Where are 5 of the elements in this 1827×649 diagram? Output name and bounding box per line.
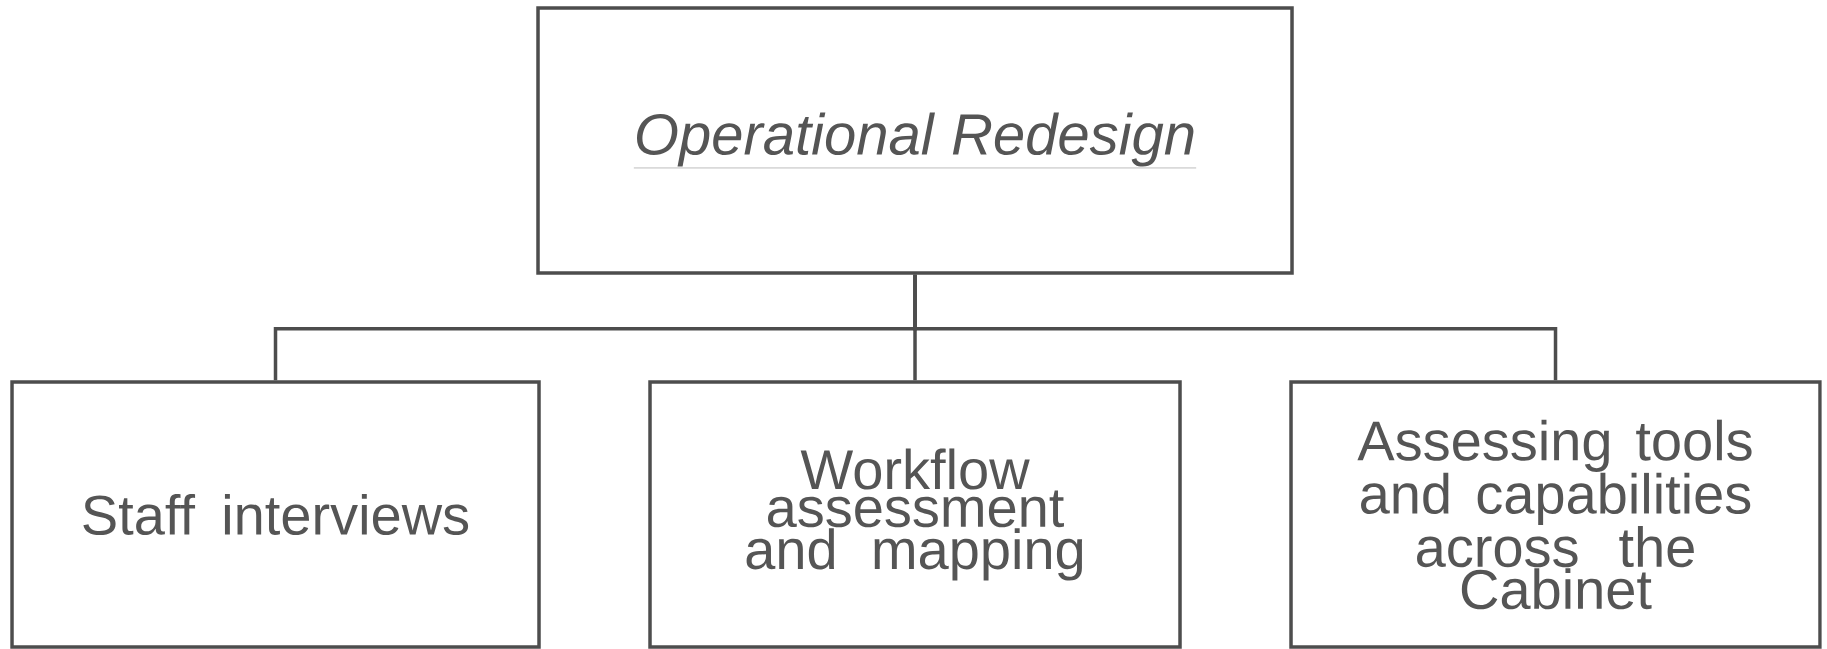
title-box: Operational Redesign xyxy=(536,6,1294,275)
connector-line xyxy=(913,274,1558,381)
process-box: Workflow assessment and mapping xyxy=(648,380,1182,649)
process-box: Staff interviews xyxy=(10,380,541,649)
process-box: Assessing tools and capabilities across the Cabinet xyxy=(1289,380,1822,649)
